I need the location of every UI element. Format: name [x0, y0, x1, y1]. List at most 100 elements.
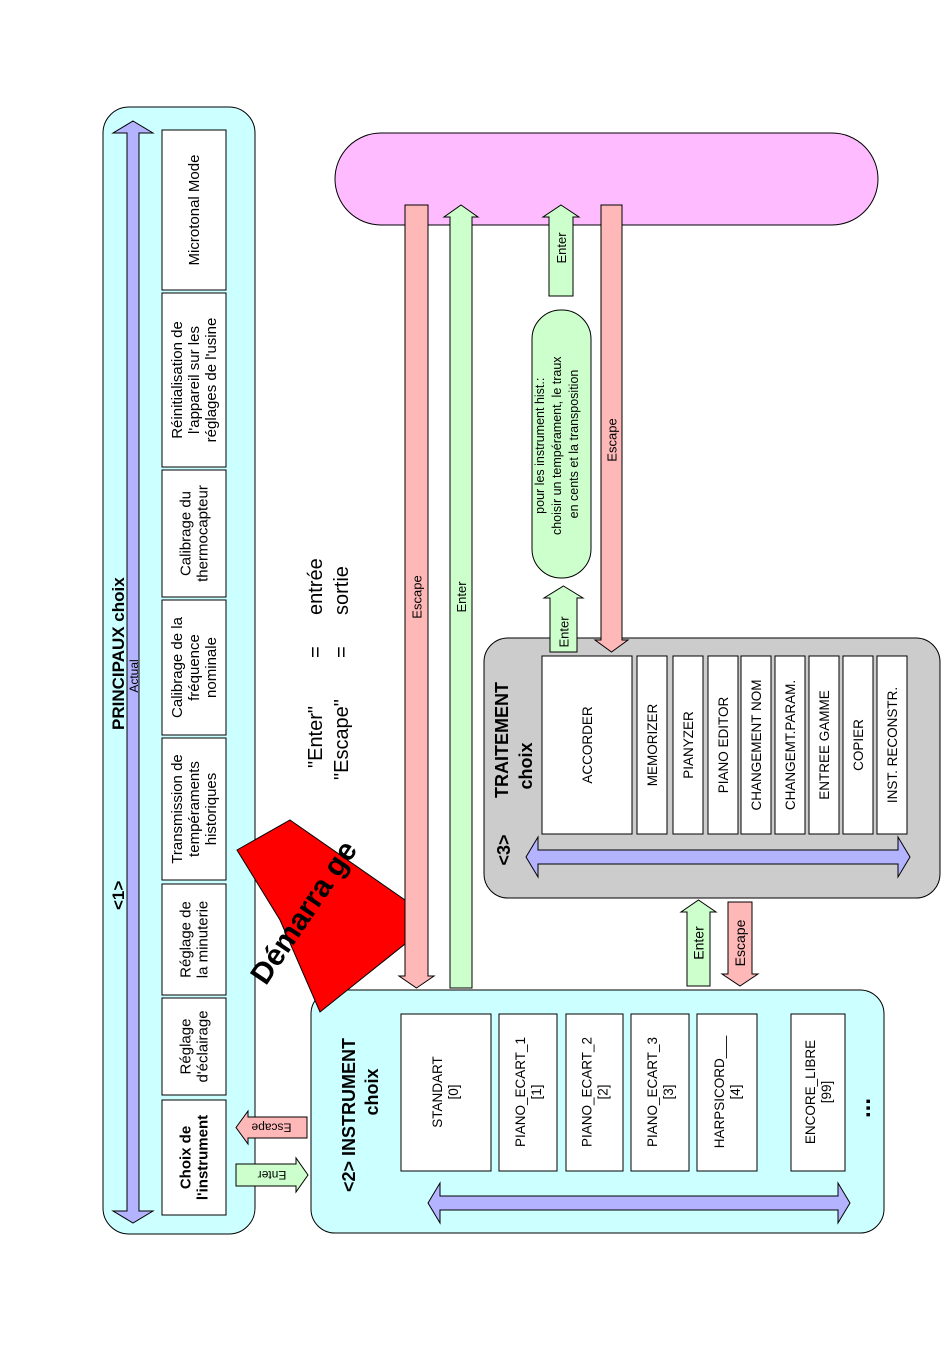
menu-item-7[interactable]: Réinitialisation del'appareil sur lesrég… — [161, 292, 227, 468]
arrow-escape-traitement-to-instrument-label: Escape — [732, 919, 748, 966]
legend-enter-key: "Enter" — [305, 706, 327, 768]
menu-item-label: Transmission detempéramentshistoriques — [169, 754, 220, 863]
menu-item-5[interactable]: Calibrage de lafréquencenominale — [161, 599, 227, 736]
instrument-name: PIANO_ECART_3[3] — [645, 1037, 676, 1147]
processing-item-label: PIANO EDITOR — [716, 696, 731, 793]
menu-item-label: Choix del'instrument — [178, 1115, 212, 1200]
processing-item-2[interactable]: MEMORIZER — [636, 655, 668, 835]
scroll-arrow-horizontal-2[interactable] — [427, 1181, 851, 1225]
instrument-item-5[interactable]: ENCORE_LIBRE[99] — [790, 1013, 846, 1172]
arrow-enter-principaux-to-instrument: Enter — [235, 1156, 309, 1194]
menu-item-line: Choix de — [178, 1126, 195, 1189]
arrow-enter-traitement-to-callout-label: Enter — [557, 616, 572, 648]
menu-item-line: tempéraments — [186, 761, 203, 857]
processing-item-label: ACCORDER — [580, 706, 595, 784]
menu-item-line: Calibrage du — [178, 491, 195, 576]
menu-item-line: Réinitialisation de — [169, 321, 186, 439]
menu-item-line: la minuterie — [195, 901, 212, 979]
menu-item-6[interactable]: Calibrage duthermocapteur — [161, 469, 227, 598]
arrow-enter-traitement-to-callout: Enter — [542, 585, 585, 653]
menu-item-line: réglages de l'usine — [203, 318, 220, 443]
processing-item-5[interactable]: CHANGEMENT NOM — [740, 655, 772, 835]
arrow-enter-instrument-to-traitement: Enter — [679, 899, 718, 987]
legend: "Enter" = entrée "Escape" = sortie — [305, 558, 353, 780]
processing-item-9[interactable]: INST. RECONSTR. — [876, 655, 908, 835]
arrow-escape-oval-to-traitement-label: Escape — [605, 418, 620, 461]
menu-item-label: Réglaged'éclairage — [178, 1010, 212, 1082]
callout-line-1: pour les instrument hist.: — [533, 378, 547, 514]
arrow-escape-oval-to-instrument: Escape — [397, 204, 436, 989]
processing-item-label: PIANYZER — [681, 711, 696, 779]
demarrage-arrow: Démarra ge — [236, 819, 406, 1013]
menu-item-label: Réglage dela minuterie — [178, 901, 212, 979]
processing-item-label: INST. RECONSTR. — [885, 687, 900, 803]
panel-principaux: <1> PRINCIPAUX choix Actual Choix del'in… — [102, 106, 256, 1235]
panel2-title: <2> INSTRUMENT — [339, 1038, 359, 1192]
scroll-arrow-vertical[interactable] — [111, 120, 155, 1224]
arrow-enter-callout-to-oval-label: Enter — [554, 232, 569, 264]
menu-item-line: l'appareil sur les — [186, 326, 203, 434]
arrow-escape-oval-to-traitement: Escape — [593, 204, 630, 653]
instrument-item-4[interactable]: HARPSICORD___[4] — [696, 1013, 758, 1172]
menu-item-4[interactable]: Transmission detempéramentshistoriques — [161, 737, 227, 881]
menu-item-line: d'éclairage — [195, 1010, 212, 1082]
menu-item-3[interactable]: Réglage dela minuterie — [161, 883, 227, 996]
svg-text:pour les instrument hist.:: pour les instrument hist.: choisir un te… — [533, 353, 581, 535]
processing-item-1[interactable]: ACCORDER — [541, 655, 633, 835]
processing-item-7[interactable]: ENTREE GAMME — [808, 655, 840, 835]
processing-item-label: COPIER — [851, 719, 866, 771]
processing-item-3[interactable]: PIANYZER — [672, 655, 704, 835]
processing-item-label: CHANGEMENT NOM — [749, 679, 764, 810]
panel-traitement: <3> TRAITEMENT choix ACCORDER MEMORIZER PI… — [483, 637, 941, 899]
processing-item-4[interactable]: PIANO EDITOR — [707, 655, 739, 835]
menu-item-1[interactable]: Choix del'instrument — [161, 1099, 227, 1216]
menu-item-8[interactable]: Microtonal Mode — [161, 129, 227, 291]
menu-item-line: nominale — [203, 637, 220, 698]
menu-item-label: Calibrage de lafréquencenominale — [169, 616, 220, 718]
menu-item-label: Calibrage duthermocapteur — [178, 485, 212, 582]
instrument-item-0[interactable]: STANDART[0] — [400, 1013, 492, 1172]
instrument-name: STANDART[0] — [430, 1056, 461, 1128]
arrow-escape-instrument-to-principaux-label: Escape — [251, 1121, 291, 1135]
arrow-enter-instrument-to-traitement-label: Enter — [691, 926, 707, 960]
menu-item-line: Calibrage de la — [169, 616, 186, 718]
panel1-actual-label: Actual — [127, 659, 141, 692]
menu-item-2[interactable]: Réglaged'éclairage — [161, 997, 227, 1096]
instrument-name: ENCORE_LIBRE[99] — [803, 1040, 834, 1144]
instrument-item-2[interactable]: PIANO_ECART_2[2] — [565, 1013, 624, 1172]
menu-item-line: Réglage de — [178, 901, 195, 978]
menu-item-line: Microtonal Mode — [186, 155, 203, 266]
arrow-escape-traitement-to-instrument: Escape — [720, 901, 760, 987]
menu-item-line: Réglage — [178, 1019, 195, 1075]
scroll-arrow-horizontal-3[interactable] — [525, 835, 911, 879]
callout-line-3: en cents et la transposition — [567, 370, 581, 519]
instrument-name: PIANO_ECART_1[1] — [513, 1037, 544, 1147]
processing-item-label: CHANGEMT.PARAM. — [783, 680, 798, 810]
panel3-title-num: <3> — [494, 834, 514, 865]
instrument-item-3[interactable]: PIANO_ECART_3[3] — [630, 1013, 690, 1172]
arrow-escape-oval-to-instrument-label: Escape — [410, 575, 425, 618]
menu-item-line: thermocapteur — [195, 485, 212, 582]
legend-escape-key: "Escape" — [331, 699, 353, 780]
processing-item-label: MEMORIZER — [645, 704, 660, 787]
more-ellipsis: ... — [849, 1098, 876, 1118]
panel2-subtitle: choix — [362, 1068, 382, 1115]
panel3-title: TRAITEMENT — [492, 682, 512, 798]
panel1-title-num: <1> — [109, 881, 128, 910]
arrow-enter-instrument-to-oval: Enter — [442, 204, 480, 989]
legend-enter-eq: = — [305, 646, 327, 658]
panel3-subtitle: choix — [516, 742, 536, 789]
menu-item-line: historiques — [203, 773, 220, 846]
processing-item-6[interactable]: CHANGEMT.PARAM. — [774, 655, 806, 835]
processing-item-8[interactable]: COPIER — [842, 655, 874, 835]
instrument-name: PIANO_ECART_2[2] — [580, 1037, 611, 1147]
legend-escape-eq: = — [331, 646, 353, 658]
menu-item-line: l'instrument — [195, 1115, 212, 1200]
legend-enter-val: entrée — [305, 558, 327, 615]
instrument-item-1[interactable]: PIANO_ECART_1[1] — [498, 1013, 558, 1172]
panel-instrument: <2> INSTRUMENT choix STANDART[0] PIANO_EC… — [310, 989, 885, 1234]
arrow-enter-callout-to-oval: Enter — [541, 204, 581, 297]
callout-hist: pour les instrument hist.: choisir un te… — [531, 309, 592, 579]
arrow-enter-instrument-to-oval-label: Enter — [454, 581, 469, 613]
callout-line-2: choisir un tempérament, le traux — [550, 356, 564, 535]
